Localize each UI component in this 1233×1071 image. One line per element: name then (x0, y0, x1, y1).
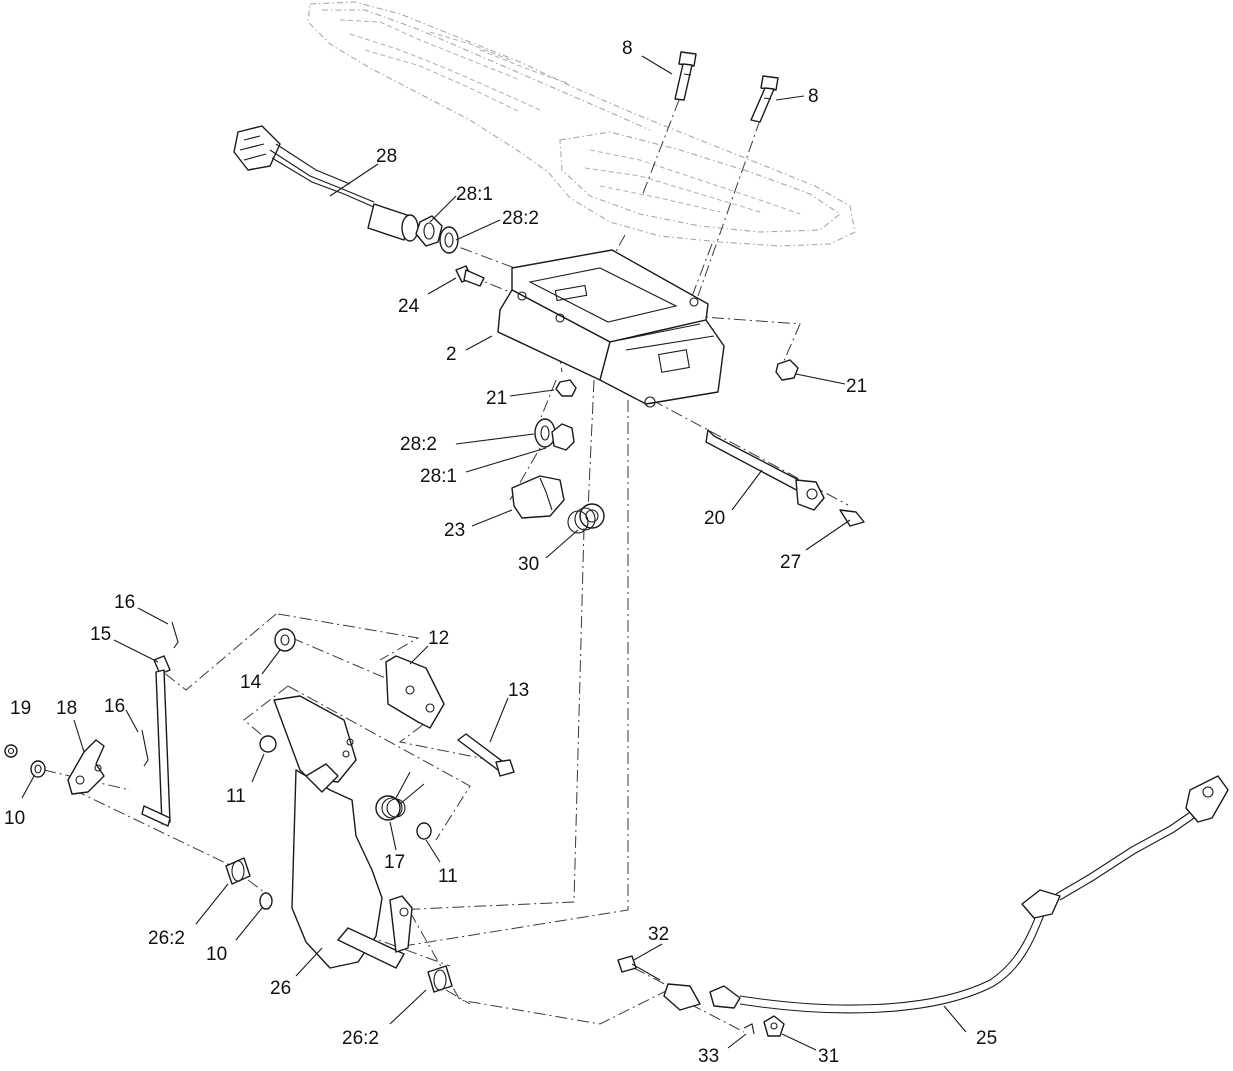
callout-32: 32 (648, 924, 669, 945)
callout-25: 25 (976, 1028, 997, 1049)
clip-16-lower (141, 729, 149, 767)
callout-8-left: 8 (622, 38, 633, 59)
callout-21-right: 21 (846, 376, 867, 397)
pin-32 (617, 955, 661, 981)
callout-16-upper: 16 (114, 592, 135, 613)
callout-12: 12 (428, 628, 449, 649)
leader-lines (21, 55, 967, 1051)
callout-19: 19 (10, 698, 31, 719)
bracket-12 (385, 655, 445, 729)
spring-30 (567, 503, 605, 534)
pedal-arm-26 (273, 695, 413, 969)
callout-2: 2 (446, 344, 457, 365)
clip-33 (743, 1023, 755, 1035)
callout-21-left: 21 (486, 388, 507, 409)
callout-33: 33 (698, 1046, 719, 1067)
callout-18: 18 (56, 698, 77, 719)
bushing-11-upper (259, 735, 277, 753)
callout-26-2-upper: 26:2 (148, 928, 185, 949)
bolt-8-right (750, 75, 779, 123)
screw-27 (839, 509, 865, 527)
callout-14: 14 (240, 672, 262, 693)
callout-16-lower: 16 (104, 696, 125, 717)
bushing-11-lower (416, 822, 432, 840)
callout-13: 13 (508, 680, 529, 701)
callout-8-right: 8 (808, 86, 819, 107)
nut-21-right (775, 359, 799, 381)
sensor-28 (233, 125, 419, 242)
spring-17 (375, 771, 425, 821)
clip-16-upper (171, 621, 179, 649)
rod-15 (141, 655, 171, 827)
callout-20: 20 (704, 508, 725, 529)
bracket-2 (497, 249, 725, 408)
bracket-18 (67, 739, 105, 795)
callout-17: 17 (384, 852, 405, 873)
bushing-26-2-lower (427, 965, 453, 993)
callout-10-right: 10 (206, 944, 227, 965)
washer-28-2-upper (439, 226, 459, 254)
cable-25 (663, 775, 1229, 1014)
nut-28-1-lower (551, 423, 575, 451)
callout-28: 28 (376, 146, 397, 167)
callout-15: 15 (90, 624, 111, 645)
bolt-13 (457, 733, 515, 777)
callout-28-1-upper: 28:1 (456, 184, 493, 205)
callout-10-left: 10 (4, 808, 25, 829)
washer-10-right (259, 892, 273, 910)
callout-28-2-upper: 28:2 (502, 208, 539, 229)
callout-labels: 8 8 28 28:1 28:2 24 2 21 21 28:2 28:1 20… (4, 38, 997, 1067)
callout-28-1-lower: 28:1 (420, 466, 457, 487)
bushing-14 (274, 628, 296, 652)
screw-24 (455, 265, 485, 287)
callout-26-2-lower: 26:2 (342, 1028, 379, 1049)
nut-28-1-upper (415, 215, 443, 247)
callout-11-upper: 11 (226, 786, 246, 807)
callout-11-lower: 11 (438, 866, 458, 887)
callout-24: 24 (398, 296, 420, 317)
callout-28-2-lower: 28:2 (400, 434, 437, 455)
washer-10-left (30, 760, 46, 778)
callout-26: 26 (270, 978, 291, 999)
callout-23: 23 (444, 520, 465, 541)
shaft-20 (705, 429, 825, 511)
cam-23 (511, 475, 565, 519)
foot-platform-ghost (307, 1, 856, 247)
callout-30: 30 (518, 554, 539, 575)
bolt-8-left (674, 51, 697, 101)
callout-27: 27 (780, 552, 801, 573)
nut-19 (4, 744, 18, 758)
nut-21-left (555, 379, 577, 397)
callout-31: 31 (818, 1046, 839, 1067)
clip-31 (763, 1015, 785, 1037)
bushing-26-2-upper (225, 857, 251, 885)
